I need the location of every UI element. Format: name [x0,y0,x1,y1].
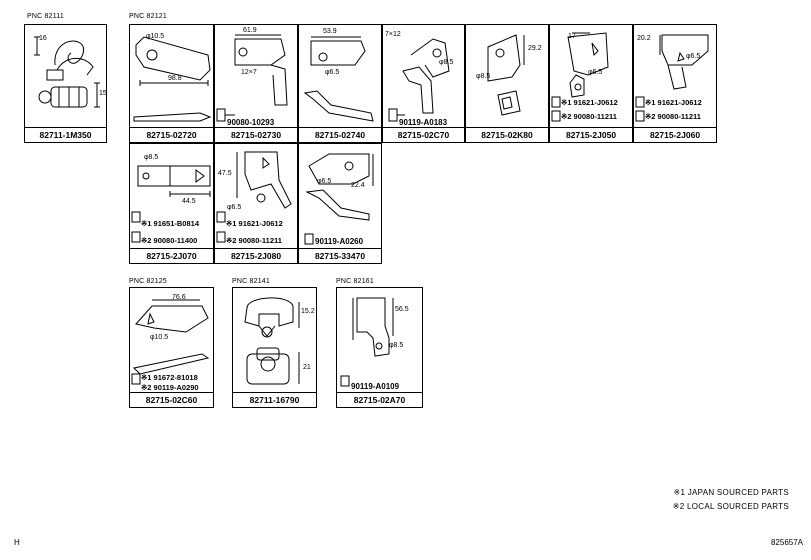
bracket-illustration [216,151,292,243]
dim-label: φ6.5 [317,178,332,185]
dim-label: 22.4 [351,182,365,189]
pnc-label-82141: PNC 82141 [232,278,270,285]
dim-label: 76.6 [172,294,186,301]
dim-label: φ6.5 [227,204,242,211]
sub-part-number[interactable]: 90119-A0260 [315,237,364,246]
part-number[interactable]: 82715-02720 [130,127,213,142]
pnc-label-82121: PNC 82121 [129,13,167,20]
part-number[interactable]: 82715-02740 [299,127,381,142]
part-number[interactable]: 82715-02730 [215,127,297,142]
part-cell-82711-1m350[interactable]: 16 15 82711-1M350 [24,24,107,143]
illustration-code: 825657A [770,538,803,547]
dim-label: φ6.5 [325,69,340,76]
dim-label: φ8.5 [476,73,491,80]
legend-japan-sourced: ※1 JAPAN SOURCED PARTS [673,488,789,497]
part-cell-82715-02740[interactable]: 53.9 φ6.5 82715-02740 [298,24,382,143]
dim-label: 20.2 [637,35,651,42]
dim-label: 7×12 [385,31,401,38]
sub-part-number[interactable]: ※2 90080-11211 [226,236,282,245]
sub-part-number[interactable]: 90119-A0183 [399,118,448,127]
part-number[interactable]: 82711-16790 [233,392,316,407]
bracket-illustration [635,34,709,122]
sub-part-number[interactable]: ※1 91621-J0612 [226,219,283,228]
bracket-illustration [388,38,450,122]
dim-label: 44.5 [182,198,196,205]
sub-part-number[interactable]: ※1 91621-J0612 [561,98,618,107]
sub-part-number[interactable]: ※1 91672-81018 [141,373,198,382]
dim-label: φ10.5 [146,33,165,40]
sub-part-number[interactable]: ※1 91621-J0612 [645,98,702,107]
dim-label: 15 [99,90,107,97]
part-cell-82715-2j060[interactable]: 20.2 φ6.5 ※1 91621-J0612 ※2 90080-11211 … [633,24,717,143]
part-number[interactable]: 82715-2J050 [550,127,632,142]
bracket-illustration [216,34,288,122]
pnc-label-82161: PNC 82161 [336,278,374,285]
bracket-illustration [551,32,609,122]
dim-label: 17 [568,33,576,40]
part-cell-82715-33470[interactable]: φ6.5 22.4 90119-A0260 82715-33470 [298,143,382,264]
part-number[interactable]: 82711-1M350 [25,127,106,142]
clip-illustration [34,36,100,108]
sub-part-number[interactable]: ※2 90080-11211 [561,112,617,121]
bracket-illustration [487,34,525,116]
pnc-label-82111: PNC 82111 [27,13,64,20]
dim-label: φ8.5 [439,59,454,66]
part-cell-82715-2j080[interactable]: 47.5 φ6.5 ※1 91621-J0612 ※2 90080-11211 … [214,143,298,264]
bracket-illustration [340,297,394,387]
sub-part-number[interactable]: 90119-A0109 [351,382,400,391]
part-cell-82715-02c60[interactable]: 76.6 φ10.5 ※1 91672-81018 ※2 90119-A0290… [129,287,214,408]
part-number[interactable]: 82715-2J070 [130,248,213,263]
bracket-illustration [304,153,374,245]
dim-label: 56.5 [395,306,409,313]
bracket-illustration [303,36,374,122]
clip-illustration [244,297,300,385]
dim-label: φ6.5 [588,69,603,76]
part-number[interactable]: 82715-02A70 [337,392,422,407]
sub-part-number[interactable]: 90080-10293 [227,118,275,127]
part-number[interactable]: 82715-02C60 [130,392,213,407]
part-cell-82715-02720[interactable]: φ10.5 98.8 82715-02720 [129,24,214,143]
dim-label: 15.2 [301,308,315,315]
dim-label: 47.5 [218,170,232,177]
sub-part-number[interactable]: ※2 90080-11400 [141,236,198,245]
part-cell-82715-02c70[interactable]: 7×12 φ8.5 90119-A0183 82715-02C70 [382,24,465,143]
dim-label: φ8.5 [389,342,404,349]
sub-part-number[interactable]: ※2 90080-11211 [645,112,701,121]
corner-mark: H [14,538,20,547]
part-cell-82715-02730[interactable]: 61.9 12×7 90080-10293 82715-02730 [214,24,298,143]
dim-label: 16 [39,35,47,42]
part-cell-82715-2j050[interactable]: 17 φ6.5 ※1 91621-J0612 ※2 90080-11211 82… [549,24,633,143]
dim-label: 98.8 [168,75,182,82]
bracket-illustration [131,165,211,243]
part-number[interactable]: 82715-2J060 [634,127,716,142]
part-number[interactable]: 82715-2J080 [215,248,297,263]
sub-part-number[interactable]: ※2 90119-A0290 [141,383,199,392]
pnc-label-82125: PNC 82125 [129,278,167,285]
part-cell-82715-02k80[interactable]: 29.2 φ8.5 82715-02K80 [465,24,549,143]
dim-label: 29.2 [528,45,542,52]
dim-label: φ6.5 [686,53,701,60]
dim-label: 53.9 [323,28,337,35]
part-cell-82711-16790[interactable]: 15.2 21 82711-16790 [232,287,317,408]
dim-label: 61.9 [243,27,257,34]
part-number[interactable]: 82715-02K80 [466,127,548,142]
dim-label: 12×7 [241,69,257,76]
part-cell-82715-2j070[interactable]: φ8.5 44.5 ※1 91651-B0814 ※2 90080-11400 … [129,143,214,264]
legend-local-sourced: ※2 LOCAL SOURCED PARTS [672,502,789,511]
bracket-illustration [133,36,212,122]
part-number[interactable]: 82715-02C70 [383,127,464,142]
dim-label: φ10.5 [150,334,169,341]
dim-label: φ8.5 [144,154,159,161]
dim-label: 21 [303,364,311,371]
bracket-illustration [131,299,210,385]
part-cell-82715-02a70[interactable]: 56.5 φ8.5 90119-A0109 82715-02A70 [336,287,423,408]
sub-part-number[interactable]: ※1 91651-B0814 [141,219,199,228]
part-number[interactable]: 82715-33470 [299,248,381,263]
